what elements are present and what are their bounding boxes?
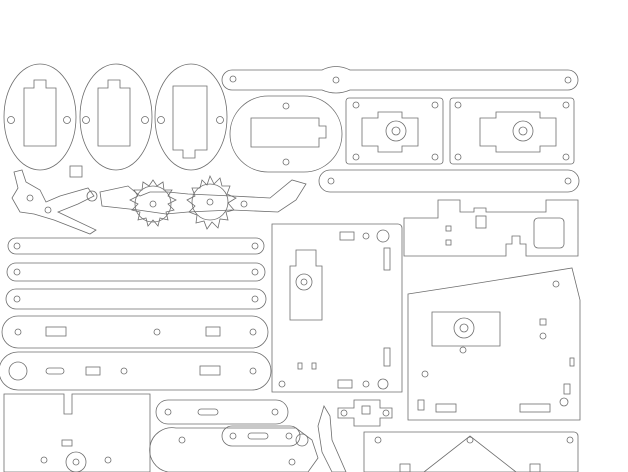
base-plate-right [407,267,581,421]
tabbed-bracket [403,199,579,257]
bottom-link-1 [155,399,289,425]
small-square-tab [69,165,83,178]
bar-3 [5,288,267,310]
bottom-link-2 [221,425,301,447]
bar-4 [1,315,269,349]
servo-plate-2 [449,97,575,165]
oval-frame-3 [154,63,228,171]
claw-finger [317,405,347,472]
bottom-curved-arm [149,427,319,472]
bottom-right-plate [363,431,579,472]
bottom-left-plate [3,393,151,472]
top-arm-link [221,66,579,94]
gear-1 [129,179,177,227]
oval-frame-2 [79,63,153,171]
servo-plate-1 [345,97,444,165]
oval-frame-1 [3,63,77,171]
bar-1 [7,237,265,255]
servo-holder-rounded [229,95,343,173]
middle-link-right [318,169,580,193]
gripper-jaw-left [11,169,97,235]
bar-2 [6,262,266,282]
gear-arm-bar [86,179,307,215]
gear-2 [186,174,237,230]
bar-5 [0,351,272,391]
small-connector [337,399,393,427]
base-plate-center [271,223,403,393]
